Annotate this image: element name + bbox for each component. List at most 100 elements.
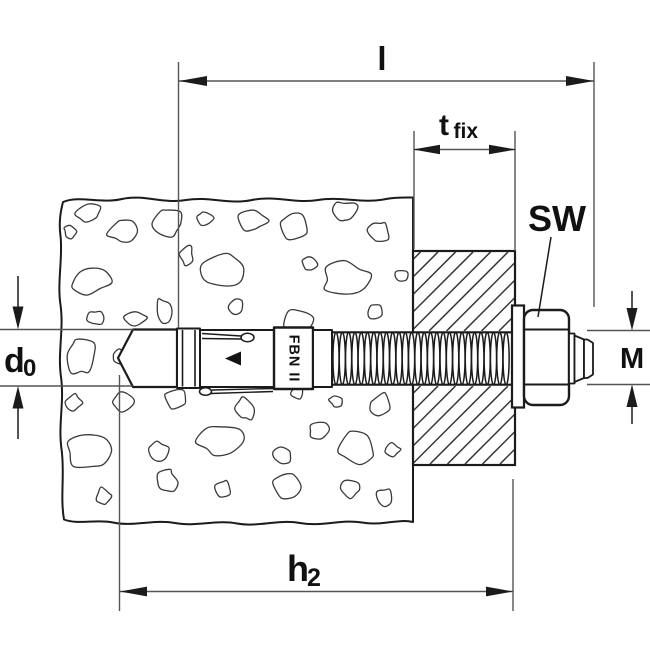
hatch-line	[414, 252, 474, 313]
thread-ring	[502, 331, 510, 386]
sleeve-slit-top	[201, 332, 242, 337]
dimension-l: l	[177, 40, 595, 328]
aggregate-stone	[71, 267, 113, 296]
aggregate-stone	[339, 479, 361, 500]
thread-ring	[332, 331, 340, 386]
end-cap	[583, 338, 594, 379]
aggregate-stone	[309, 421, 331, 440]
thread-ring	[407, 331, 416, 386]
hatch-line	[429, 386, 509, 464]
aggregate-stone	[384, 441, 402, 458]
expansion-clip	[176, 327, 201, 389]
slit-end-hole	[198, 386, 213, 397]
thread-crest-lines	[332, 331, 513, 386]
aggregate-stone	[111, 391, 136, 413]
arrowhead	[12, 306, 24, 330]
thread-ring	[477, 331, 485, 386]
thread-ring	[414, 331, 422, 386]
aggregate-stone	[194, 425, 245, 457]
dimension-d0: d 0	[0, 276, 134, 439]
aggregate-stone	[227, 298, 244, 316]
marking-band	[272, 326, 315, 391]
aggregate-stone	[95, 486, 113, 506]
arrowhead	[120, 586, 147, 597]
label-h-subscript: 2	[307, 564, 321, 592]
aggregate-stone	[369, 391, 391, 417]
hatch-line	[414, 386, 457, 429]
label-h: h	[287, 548, 309, 589]
thread-ring	[445, 331, 454, 386]
hatch-line	[480, 297, 514, 331]
aggregate-stone	[164, 388, 187, 410]
arrowhead	[486, 586, 513, 597]
aggregate-stone	[279, 212, 308, 241]
aggregate-stone	[74, 203, 102, 223]
hatch-line	[414, 386, 492, 464]
arrowhead	[489, 144, 516, 155]
label-t: t	[439, 109, 449, 142]
aggregate-stone	[366, 221, 390, 243]
thread-ring	[470, 331, 479, 386]
hatch-pattern-top	[414, 252, 514, 331]
thread-ring	[483, 331, 492, 386]
aggregate-stone	[323, 259, 373, 295]
slit-end-hole	[240, 332, 255, 343]
aggregate-stone	[196, 211, 215, 227]
hatch-line	[481, 431, 514, 464]
thread-ring	[489, 331, 498, 386]
thread-ring	[395, 331, 403, 386]
thread-ring	[376, 331, 384, 386]
bolt-end	[568, 332, 594, 385]
aggregate-stone	[327, 395, 343, 408]
washer	[510, 304, 526, 409]
anchor-marking-text: FBN II	[285, 335, 301, 383]
label-sw: SW	[528, 198, 586, 239]
hatch-line	[428, 252, 509, 331]
hex-nut	[522, 308, 571, 407]
sleeve-slit-bottom	[211, 387, 274, 391]
aggregate-stone	[156, 468, 179, 493]
hatch-line	[414, 252, 439, 278]
dimension-h2: h 2	[118, 375, 514, 611]
aggregate-stone	[86, 310, 105, 326]
hatch-line	[414, 252, 492, 330]
aggregate-stone	[105, 219, 139, 243]
thread-ring	[351, 331, 359, 386]
aggregate-stone	[151, 209, 183, 238]
aggregate-stone	[178, 244, 194, 267]
aggregate-stone	[199, 252, 245, 287]
thread-ring	[420, 331, 429, 386]
aggregate-stone	[234, 396, 256, 421]
thread-ring	[370, 331, 378, 386]
aggregate-stone	[367, 304, 383, 320]
thread-ring	[363, 331, 372, 386]
aggregate-stone	[214, 479, 232, 498]
aggregate-stone	[66, 338, 96, 375]
thread-ring	[382, 331, 391, 386]
dimension-m: M	[587, 291, 650, 424]
arrowhead	[12, 386, 24, 409]
sleeve-collar	[312, 329, 333, 388]
aggregate-stone	[237, 209, 270, 232]
hatch-line	[463, 279, 514, 331]
hatch-line	[414, 386, 474, 447]
hatch-line	[499, 448, 514, 464]
hatch-line	[414, 252, 457, 295]
aggregate-stone	[375, 488, 393, 508]
thread-ring	[439, 331, 447, 386]
aggregate-stone	[66, 434, 113, 469]
anchor-body	[116, 326, 333, 397]
thread-ring	[344, 331, 353, 386]
hatch-line	[414, 386, 439, 412]
thread-ring	[426, 331, 435, 386]
arrowhead	[179, 76, 207, 86]
aggregate-stone	[394, 269, 409, 282]
label-t-subscript: fix	[454, 120, 479, 143]
sleeve-slit-top	[201, 337, 242, 340]
dimension-tfix: t fix	[413, 109, 516, 251]
arrowhead	[626, 308, 638, 331]
thread-ring	[458, 331, 466, 386]
thread-ring	[338, 331, 347, 386]
